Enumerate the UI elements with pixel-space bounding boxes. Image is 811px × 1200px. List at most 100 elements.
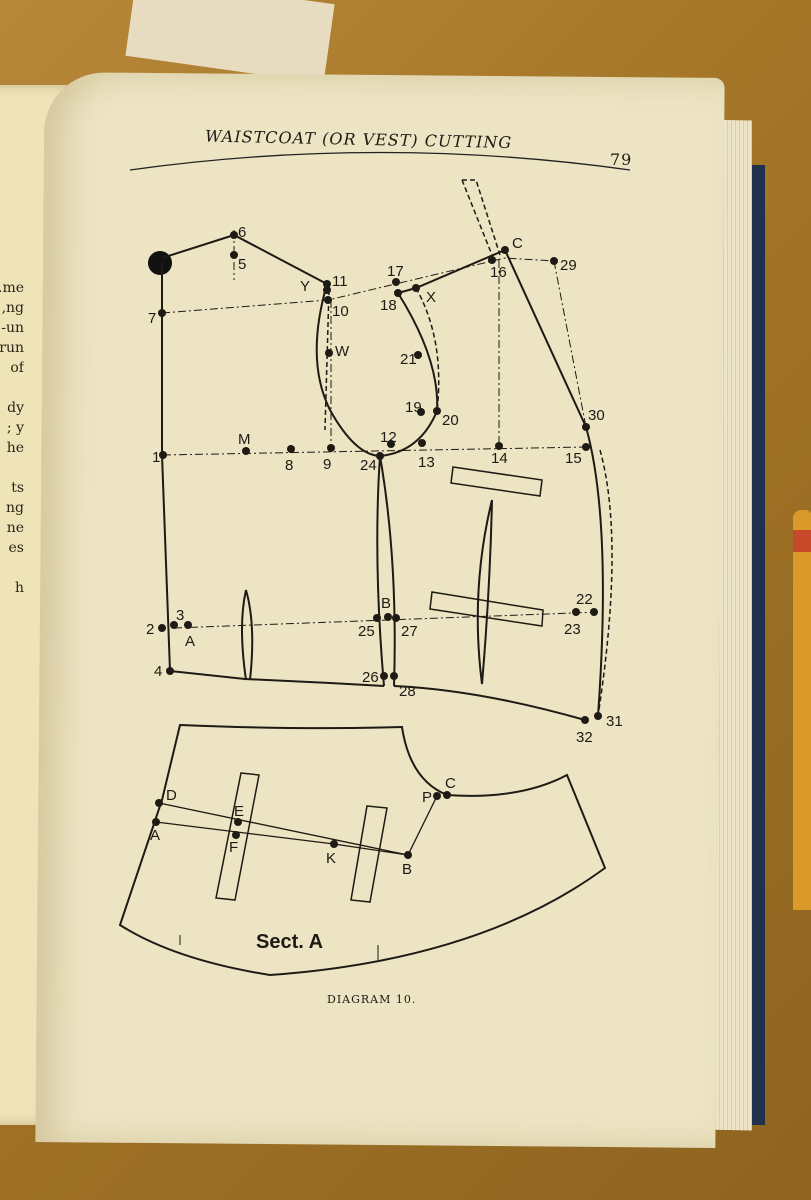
point-label: 12 (380, 429, 397, 446)
section-point-dot (152, 818, 160, 826)
left-text-line: run (0, 340, 24, 356)
section-point-label: B (402, 861, 412, 878)
left-text-line: ne (6, 520, 24, 536)
point-dot (412, 284, 420, 292)
point-label: 23 (564, 621, 581, 638)
page-title: WAISTCOAT (OR VEST) CUTTING (205, 127, 512, 152)
section-point-dot (234, 818, 242, 826)
point-label: 7 (148, 310, 156, 327)
point-label: 24 (360, 457, 377, 474)
left-text-line: y ; (6, 420, 24, 436)
point-dot (590, 608, 598, 616)
section-point-label: D (166, 787, 177, 804)
section-point-dot (155, 799, 163, 807)
point-label: 9 (323, 456, 331, 473)
point-label: X (426, 289, 436, 306)
point-label: 11 (332, 273, 348, 290)
point-label: 6 (238, 224, 246, 241)
point-label: W (335, 343, 350, 360)
point-label: 32 (576, 729, 593, 746)
left-text-line: es (8, 540, 24, 556)
point-label: 26 (362, 669, 379, 686)
section-point-dot (404, 851, 412, 859)
point-label: 22 (576, 591, 593, 608)
point-label: 20 (442, 412, 459, 429)
left-text-line: un- (1, 320, 24, 336)
point-dot (390, 672, 398, 680)
section-point-dot (443, 791, 451, 799)
point-dot (170, 621, 178, 629)
left-text-line: ng (6, 500, 24, 516)
point-label: M (238, 431, 251, 448)
point-label: 10 (332, 303, 349, 320)
point-label: A (185, 633, 195, 650)
left-text-line: h (14, 580, 24, 596)
point-dot (392, 278, 400, 286)
point-label: Y (300, 278, 310, 295)
left-text-line: ng, (1, 300, 24, 316)
header-rule (129, 151, 631, 171)
page-number: 79 (610, 150, 632, 169)
point-label: 27 (401, 623, 418, 640)
point-label: B (381, 595, 391, 612)
point-dot (323, 286, 331, 294)
point-markers (152, 231, 602, 859)
point-dot (495, 442, 503, 450)
point-dot (323, 280, 331, 288)
section-point-label: E (234, 803, 244, 820)
point-label: 21 (400, 351, 417, 368)
point-dot (230, 251, 238, 259)
point-dot (376, 452, 384, 460)
point-dot (418, 439, 426, 447)
point-dot (384, 613, 392, 621)
point-dot (417, 408, 425, 416)
point-label: 16 (490, 264, 507, 281)
point-label: 5 (238, 256, 246, 273)
section-point-label: C (445, 775, 456, 792)
point-label: 19 (405, 399, 422, 416)
section-point-label: A (150, 827, 160, 844)
point-label: 13 (418, 454, 435, 471)
point-dot (594, 712, 602, 720)
point-dot (433, 407, 441, 415)
point-dot (501, 246, 509, 254)
section-point-label: P (422, 789, 432, 806)
point-label: 31 (606, 713, 623, 730)
point-label: 28 (399, 683, 416, 700)
point-dot (230, 231, 238, 239)
point-label: 1 (152, 449, 160, 466)
point-dot (550, 257, 558, 265)
point-dot (158, 309, 166, 317)
point-dot (242, 447, 250, 455)
point-dot (184, 621, 192, 629)
section-point-dot (232, 831, 240, 839)
point-label: 29 (560, 257, 577, 274)
point-dot (582, 423, 590, 431)
point-label: 25 (358, 623, 375, 640)
left-text-line: me. (0, 280, 24, 296)
point-label: 14 (491, 450, 508, 467)
point-label: C (512, 235, 523, 252)
point-dot (488, 256, 496, 264)
left-text-line: he (6, 440, 24, 456)
point-dot (327, 444, 335, 452)
point-dot (380, 672, 388, 680)
point-dot (582, 443, 590, 451)
left-text-line: ts (11, 480, 24, 496)
point-dot (325, 349, 333, 357)
pencil (793, 510, 811, 910)
point-dot (387, 440, 395, 448)
section-point-dot (330, 840, 338, 848)
point-dot (166, 667, 174, 675)
point-dot (287, 445, 295, 453)
left-text-line: of (10, 360, 24, 376)
point-dot (373, 614, 381, 622)
point-dot (158, 624, 166, 632)
point-label: 3 (176, 607, 184, 624)
point-dot (159, 451, 167, 459)
pattern-lines (118, 179, 613, 977)
section-point-label: K (326, 850, 336, 867)
